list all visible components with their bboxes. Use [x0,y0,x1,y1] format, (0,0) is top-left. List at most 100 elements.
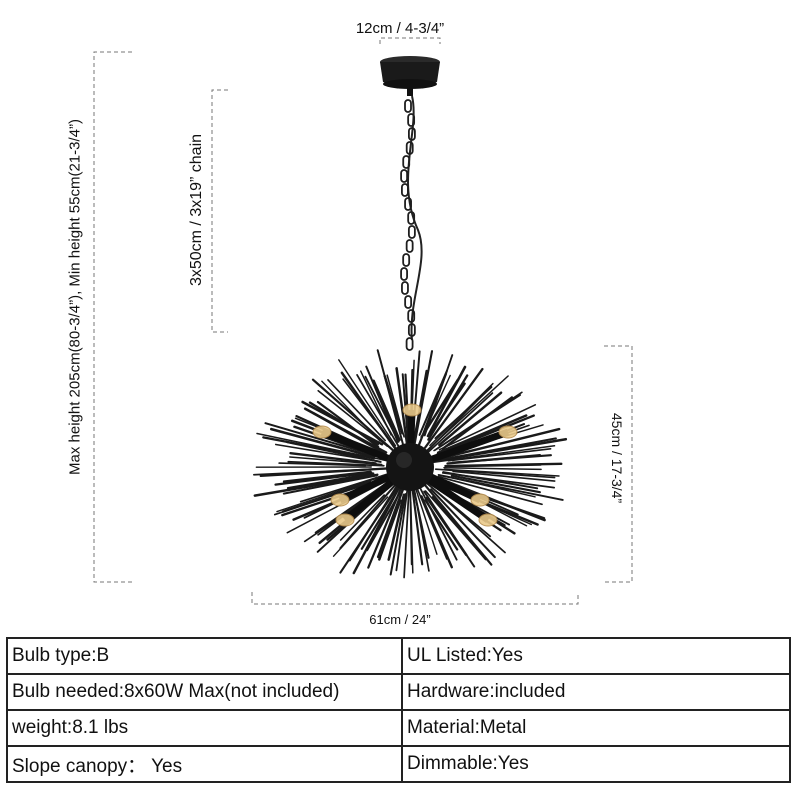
spike-rod [276,473,390,513]
spike-rod [367,485,403,569]
spike-rod [282,470,372,483]
product-diagram [93,37,633,605]
edison-bulb [498,425,518,439]
spec-hardware: Hardware:included [401,673,791,711]
spike-rod [364,375,400,443]
canopy-width-label: 12cm / 4-3/4” [355,20,445,37]
spike-rod [424,367,484,449]
spike-rod [434,468,556,479]
spike-rod [403,485,410,579]
spike-rod [425,392,494,455]
spike-rod [417,483,458,561]
chain-link [400,267,408,281]
spec-weight: weight:8.1 lbs [6,709,403,747]
spec-dimmable: Dimmable:Yes [401,745,791,783]
chain-link [401,183,409,197]
spike-rod [389,493,407,576]
chain-link [404,295,413,309]
spike-rod [446,454,542,465]
chain-link [407,323,416,337]
spike-rod [386,374,405,438]
spike-rod [436,414,535,456]
spike-rod [356,374,400,448]
spike-rod [289,451,377,465]
spike-rod [411,488,424,566]
spike-rod [420,495,453,569]
spike-rod [303,407,388,454]
spec-bulb-needed: Bulb needed:8x60W Max(not included) [6,673,403,711]
spike-rod [317,389,389,447]
spike-rod [426,365,467,438]
spike-rod [395,367,409,448]
spike-rod [416,488,448,560]
chain-link [407,113,416,127]
edison-bulb [402,403,422,417]
fixture-width-label: 61cm / 24” [369,612,431,627]
spike-rod [438,404,537,451]
spike-rod [395,484,409,572]
spike-rod [352,482,403,575]
chain-link [402,253,411,267]
chain-link [407,211,416,225]
spike-rod [339,481,399,550]
spike-rod [338,359,397,447]
spike-rod [282,480,372,513]
spec-ul-listed: UL Listed:Yes [401,637,791,675]
spike-rod [432,427,561,462]
specs-table: Bulb type:B UL Listed:Yes Bulb needed:8x… [6,637,791,783]
spike-rod [437,474,564,501]
spike-rod [430,488,496,559]
spike-rod [447,447,552,462]
chain-link [407,309,416,323]
spike-rod [448,463,542,468]
table-row: Bulb needed:8x60W Max(not included) Hard… [6,673,791,711]
spec-bulb-type: Bulb type:B [6,637,403,675]
overall-height-dimension-line [93,51,132,583]
spike-rod [387,493,406,561]
spike-rod [274,443,380,463]
spike-rod [286,472,375,490]
spike-rod [441,396,514,450]
spec-material: Material:Metal [401,709,791,747]
chain-link [400,169,408,183]
spike-rod [270,427,376,459]
chain-link [407,127,416,141]
spike-rod [327,379,387,442]
spike-rod [422,479,492,538]
spike-rod [424,490,486,560]
spike-rod [376,486,405,559]
chain-link [405,141,414,155]
spike-rod [423,354,454,437]
spike-rod [436,414,528,454]
center-sphere [386,443,434,491]
spike-rod [301,400,384,446]
canopy [380,56,440,96]
spike-rod [424,385,493,454]
spike-rod [409,484,413,566]
spike-rod [287,460,385,467]
fixture-height-dimension-line [604,345,633,583]
edison-bulb [312,425,332,439]
dimension-lines [93,37,633,605]
spike-rod [256,432,390,462]
spike-rod [441,471,556,489]
spike-rod [412,350,434,452]
table-row: weight:8.1 lbs Material:Metal [6,709,791,747]
spike-rod [253,473,379,497]
edison-bulb [330,493,350,507]
spike-rod [438,391,503,447]
spike-rod [342,378,390,441]
spike-rod [348,480,401,562]
spike-rod [437,475,543,506]
spike-rod [414,486,438,555]
spike-rod [378,499,402,561]
fixture-height-label: 45cm / 17-3/4” [609,412,625,504]
edison-bulb [335,513,355,527]
chain-link [402,155,411,169]
chain-length-label: 3x50cm / 3x19” chain [188,133,205,287]
table-row: Bulb type:B UL Listed:Yes [6,637,791,675]
spike-rod [339,494,385,541]
sputnik-spikes [253,349,568,579]
edison-bulb [478,513,498,527]
chain [400,99,416,351]
